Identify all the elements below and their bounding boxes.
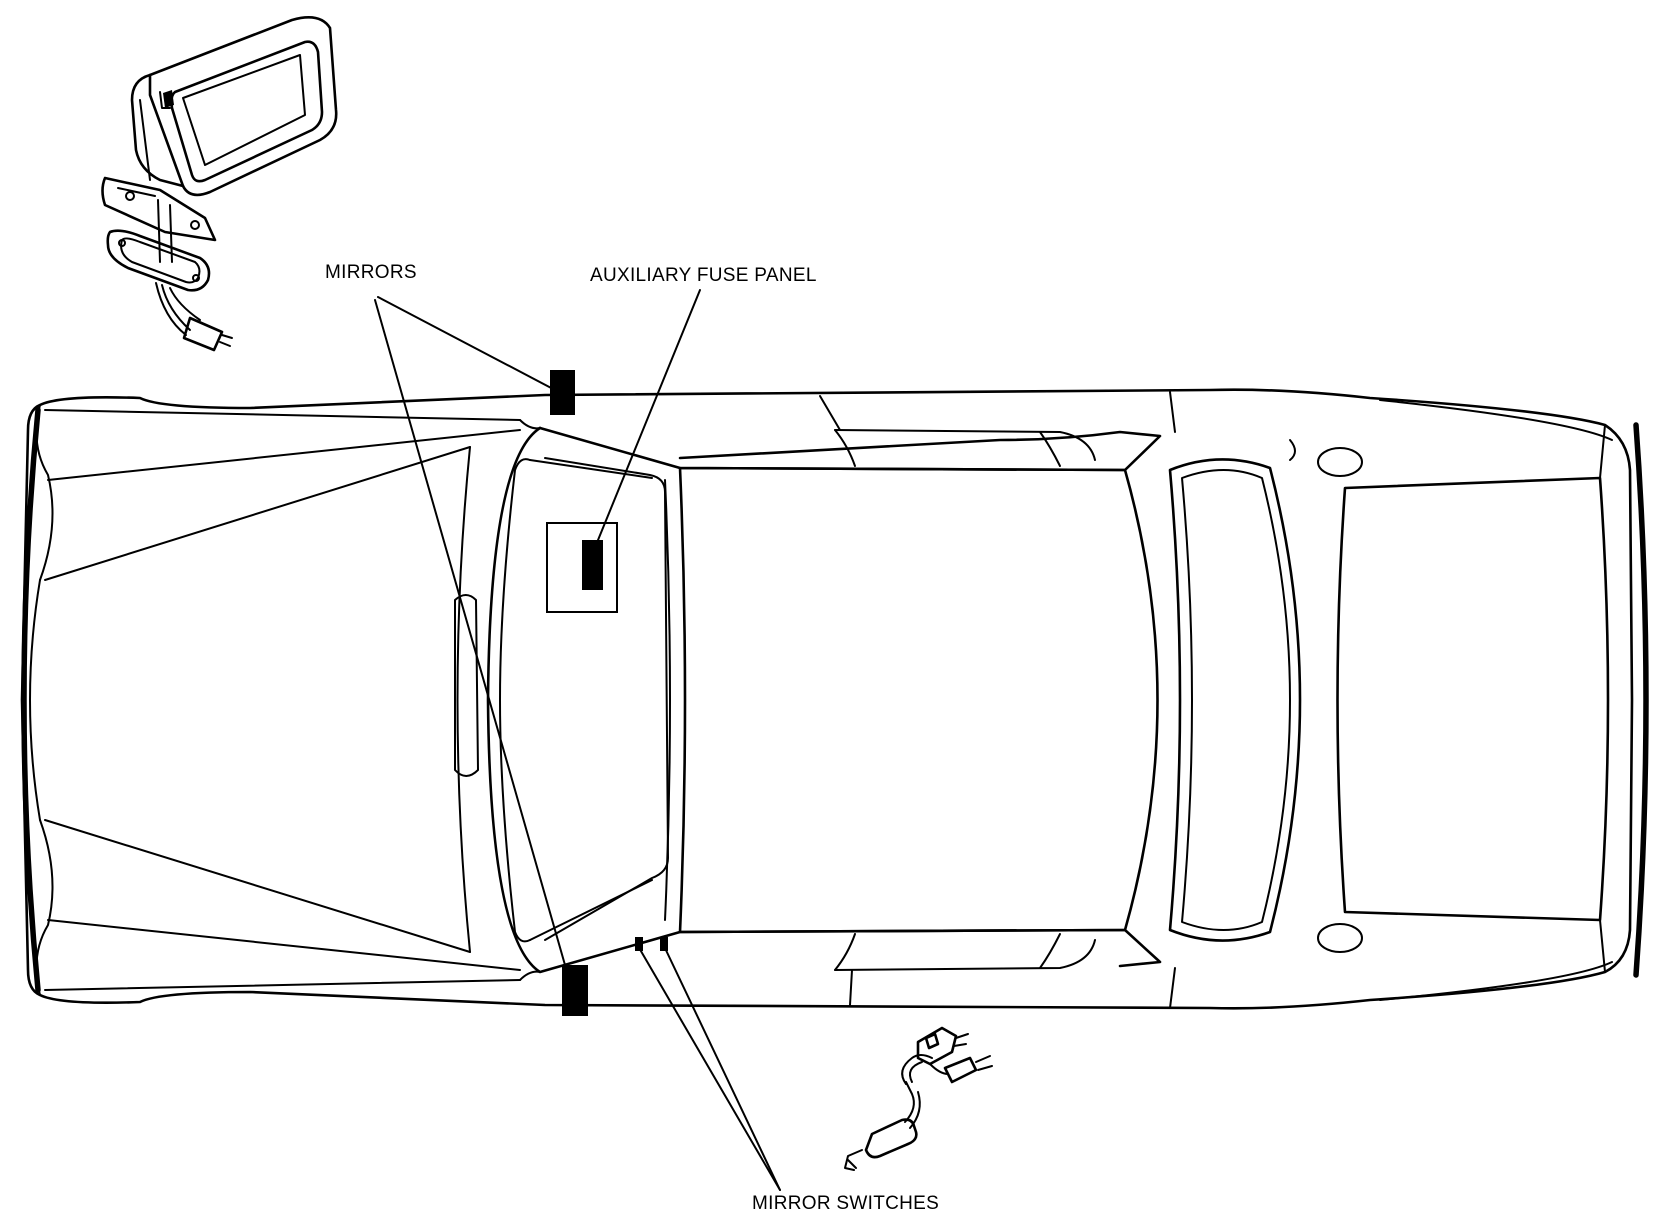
fuse-panel-outline bbox=[546, 522, 618, 613]
switch-harness-detail bbox=[844, 1026, 993, 1171]
mirror-switches-label: MIRROR SWITCHES bbox=[752, 1193, 940, 1214]
mirror-switch-marker-1 bbox=[635, 937, 643, 951]
aux-fuse-panel-label: AUXILIARY FUSE PANEL bbox=[590, 265, 817, 286]
mirrors-label: MIRRORS bbox=[325, 262, 417, 283]
aux-fuse-panel-marker bbox=[582, 540, 603, 590]
mirror-switch-marker-2 bbox=[660, 937, 668, 951]
vehicle-top-view bbox=[20, 388, 1649, 1010]
right-mirror-marker bbox=[562, 965, 588, 1016]
mirror-assembly-detail bbox=[101, 16, 338, 352]
left-mirror-marker bbox=[550, 370, 575, 415]
leader-lines bbox=[374, 289, 781, 1191]
